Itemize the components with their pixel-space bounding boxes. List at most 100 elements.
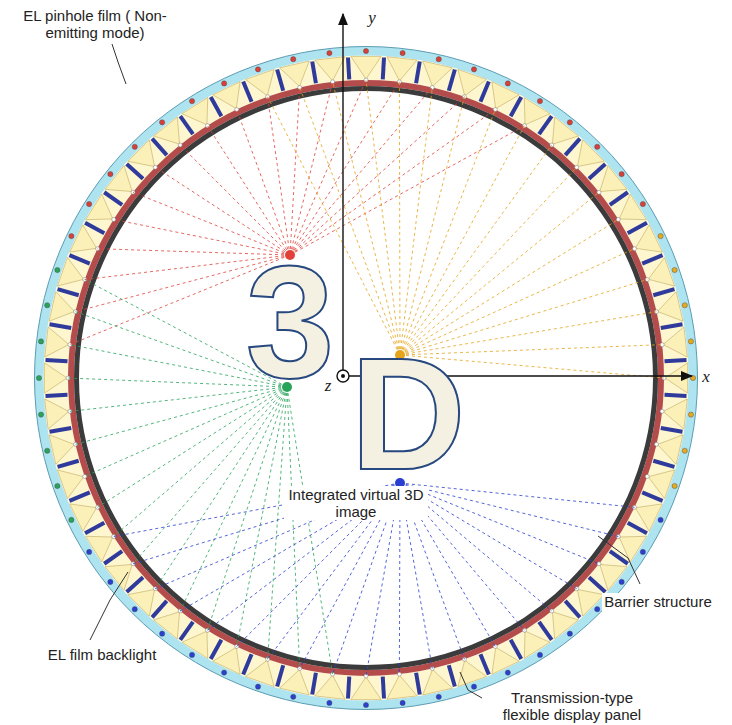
display-cell xyxy=(423,670,453,695)
display-cell xyxy=(315,675,345,699)
display-cell xyxy=(45,327,69,357)
light-ray xyxy=(207,126,290,255)
pixel-dot xyxy=(55,483,60,488)
light-ray xyxy=(268,387,287,659)
pixel-dot xyxy=(108,172,113,177)
barrier-structure xyxy=(211,640,222,659)
barrier-structure xyxy=(243,654,251,674)
pinhole xyxy=(660,409,664,413)
pixel-dot xyxy=(436,57,441,62)
pixel-dot xyxy=(688,339,693,344)
pixel-dot xyxy=(132,607,137,612)
display-cell xyxy=(648,257,674,286)
pixel-dot xyxy=(682,303,687,308)
display-cell xyxy=(280,670,310,695)
barrier-structure xyxy=(312,673,316,695)
pixel-dot xyxy=(619,172,624,177)
light-ray xyxy=(366,80,400,355)
pixel-dot xyxy=(189,652,194,657)
display-cell xyxy=(663,399,687,429)
outer-edge xyxy=(35,47,698,710)
el-film-backlight xyxy=(71,83,661,673)
pixel-dot xyxy=(45,303,50,308)
pixel-dot xyxy=(619,579,624,584)
pixel-dot xyxy=(255,684,260,689)
leader-lines xyxy=(90,44,640,698)
light-ray xyxy=(290,80,366,255)
barrier-structure xyxy=(152,601,167,617)
pixel-dot xyxy=(672,267,677,272)
display-cell xyxy=(280,61,310,86)
barrier-structure xyxy=(642,492,662,500)
pixel-dot xyxy=(327,700,332,705)
display-cell xyxy=(49,435,74,465)
image-letter: 3 xyxy=(246,242,335,402)
light-ray xyxy=(400,167,577,355)
pixel-dot xyxy=(327,50,332,55)
light-ray xyxy=(180,145,290,255)
pixel-dot xyxy=(688,412,693,417)
light-ray xyxy=(290,82,399,255)
axis-label: y xyxy=(368,8,376,28)
pixel-dot xyxy=(38,339,43,344)
pixel-dot xyxy=(87,549,92,554)
pixel-dot xyxy=(45,448,50,453)
light-ray xyxy=(133,387,287,564)
pixel-dot xyxy=(537,652,542,657)
outer-film xyxy=(39,51,693,705)
pixel-dot xyxy=(160,120,165,125)
barrier-structure xyxy=(127,577,143,592)
light-ray xyxy=(400,483,599,564)
display-cell xyxy=(315,57,345,81)
pixel-dot xyxy=(132,144,137,149)
display-cell xyxy=(45,399,69,429)
display-cell xyxy=(658,292,683,322)
z-axis-symbol xyxy=(337,370,349,382)
barrier-structure xyxy=(383,677,384,699)
pixel-dot xyxy=(69,517,74,522)
barrier-structure xyxy=(661,324,683,328)
display-cell xyxy=(648,470,674,499)
barrier-structure xyxy=(50,428,72,432)
barrier-structure xyxy=(312,62,316,84)
barrier-structure xyxy=(480,81,488,101)
barrier-structure xyxy=(58,461,79,467)
light-ray xyxy=(114,387,287,537)
barrier-structure xyxy=(127,164,143,179)
pixel-dot xyxy=(640,201,645,206)
leader-line xyxy=(90,572,128,640)
barrier-structure xyxy=(661,428,683,432)
display-cell xyxy=(351,56,381,79)
axis-label: x xyxy=(702,367,710,387)
pixel-dot xyxy=(255,67,260,72)
barrier-structure xyxy=(628,523,647,534)
barrier-structure xyxy=(416,62,420,84)
part-label: EL pinhole film ( Non-emitting mode) xyxy=(20,7,170,42)
pixel-dot xyxy=(189,99,194,104)
barrier-structure xyxy=(277,665,283,686)
pixel-dot xyxy=(222,81,227,86)
light-ray xyxy=(400,110,495,355)
pixel-dot xyxy=(672,483,677,488)
pixel-dot xyxy=(471,67,476,72)
pixel-dot xyxy=(36,375,41,380)
display-cell xyxy=(154,612,180,639)
display-cell xyxy=(663,327,687,357)
display-cell xyxy=(44,363,67,393)
barrier-structure xyxy=(46,360,68,361)
barrier-structure xyxy=(348,677,349,699)
barrier-structure xyxy=(653,461,674,467)
pixel-dot xyxy=(363,702,368,707)
pixel-dot xyxy=(160,631,165,636)
pixel-dot xyxy=(55,267,60,272)
y-axis xyxy=(342,14,343,376)
barrier-structure xyxy=(539,116,552,134)
display-cell xyxy=(577,140,604,167)
barrier-structure xyxy=(180,622,193,640)
display-cell xyxy=(245,660,274,686)
pixel-dot xyxy=(87,201,92,206)
pixel-dot xyxy=(595,144,600,149)
display-cell xyxy=(423,61,453,86)
display-cell xyxy=(57,257,83,286)
pixel-dot xyxy=(38,412,43,417)
